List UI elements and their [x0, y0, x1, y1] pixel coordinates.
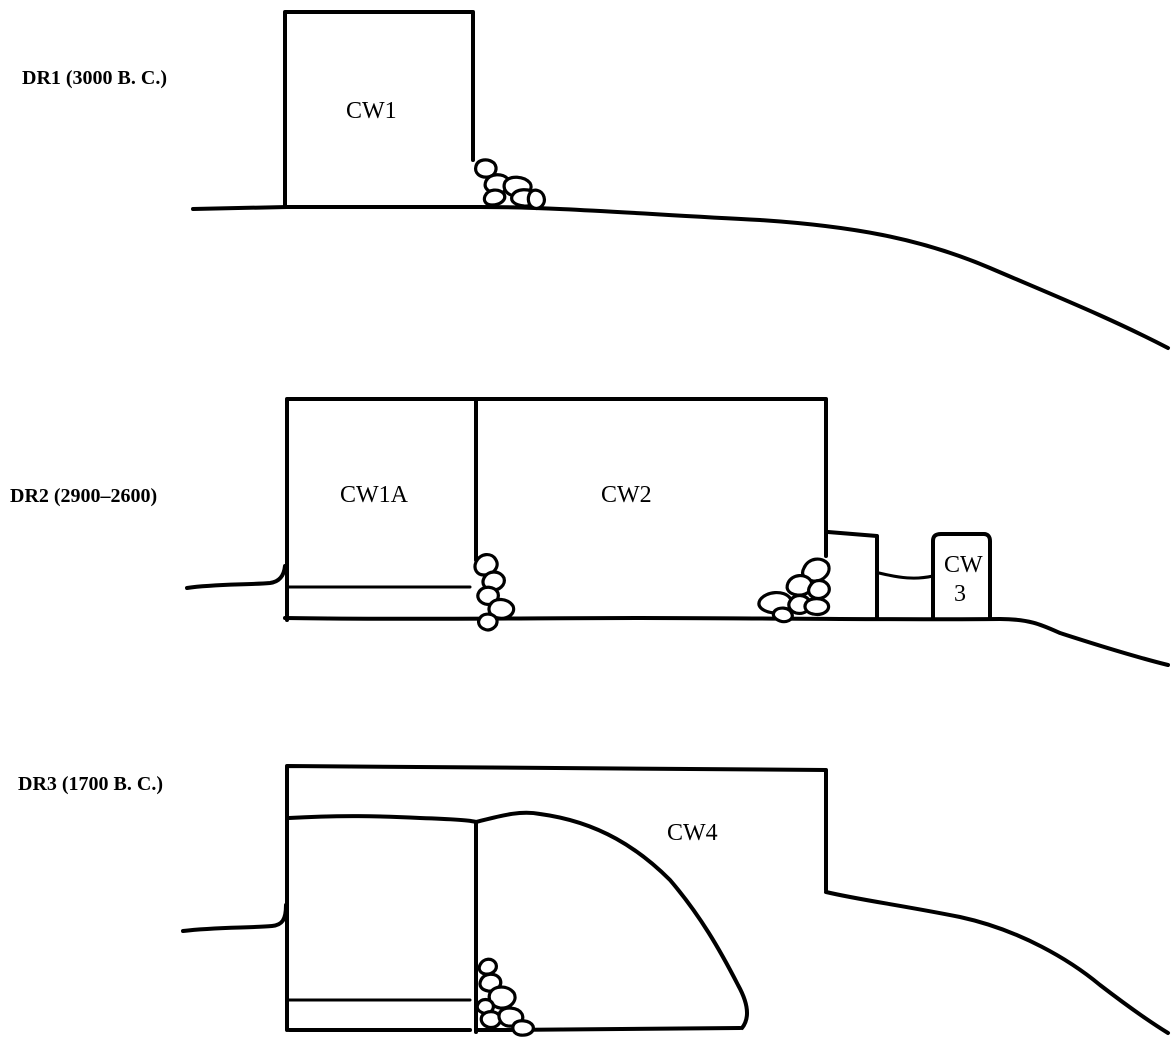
small-wall-dr2 [826, 530, 879, 620]
wall-label-cw4: CW4 [667, 820, 718, 846]
ground-right-dr3 [824, 890, 1170, 1035]
phase-dr2: DR2 (2900–2600) CW1A CW2 CW 3 [10, 397, 1170, 667]
wall-cw1 [283, 10, 475, 207]
rubble-dr3 [475, 957, 535, 1037]
fill-line-dr2 [877, 571, 935, 580]
phase-dr3: DR3 (1700 B. C.) CW4 [18, 764, 1170, 1037]
ground-left-dr2 [185, 564, 287, 590]
wall-label-cw1a: CW1A [340, 482, 409, 508]
ground-left-dr3 [181, 903, 288, 933]
wall-label-cw1: CW1 [346, 98, 397, 124]
structure-outline-dr3 [285, 764, 828, 1032]
ground-line-dr1 [191, 205, 1170, 350]
fill-mound-dr3 [474, 810, 749, 1030]
phase-label-dr2: DR2 (2900–2600) [10, 485, 157, 507]
rubble-dr1 [474, 158, 546, 210]
wall-label-cw3-bottom: 3 [954, 581, 966, 607]
floor-line-dr2 [283, 616, 1170, 667]
rubble-dr2-right [757, 557, 831, 624]
phase-label-dr1: DR1 (3000 B. C.) [22, 67, 167, 89]
wall-cw2 [474, 397, 828, 558]
upper-fill-line-dr3 [287, 814, 478, 824]
floor-line-dr3 [474, 1026, 742, 1032]
phase-label-dr3: DR3 (1700 B. C.) [18, 773, 163, 795]
wall-cw3 [931, 532, 992, 620]
phase-dr1: DR1 (3000 B. C.) CW1 [22, 10, 1170, 350]
rubble-dr2-left [473, 553, 516, 632]
wall-label-cw2: CW2 [601, 482, 652, 508]
wall-cw1a [285, 397, 478, 622]
wall-label-cw3-top: CW [944, 552, 983, 578]
